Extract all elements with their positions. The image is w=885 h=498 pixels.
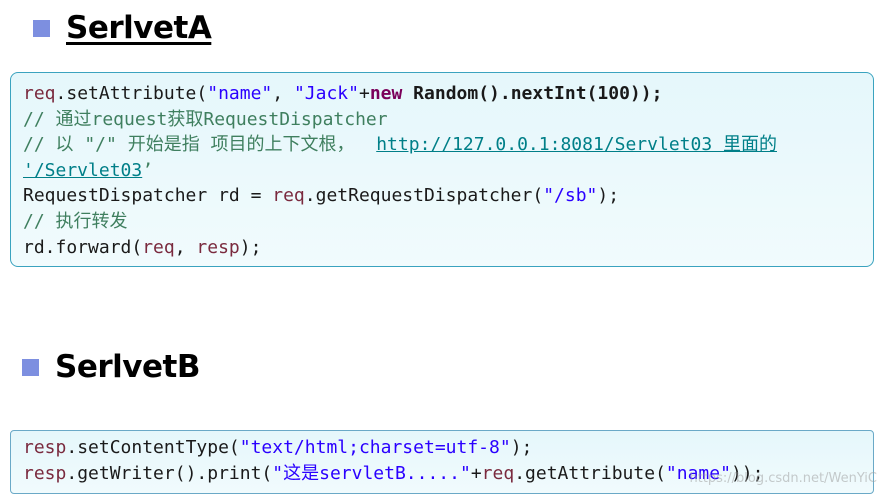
code-line-5: RequestDispatcher rd = req.getRequestDis… — [23, 185, 620, 207]
section-a-code-block: req.setAttribute("name", "Jack"+new Rand… — [10, 72, 874, 267]
code-line-2-comment: // 通过request获取RequestDispatcher — [23, 108, 388, 130]
square-bullet-icon — [22, 358, 39, 376]
section-a-title: SerlvetA — [66, 10, 212, 46]
section-b-code-block: resp.setContentType("text/html;charset=u… — [10, 430, 874, 494]
servlet03-link[interactable]: http://127.0.0.1:8081/Servlet03 里面的 — [376, 134, 777, 156]
code-line-1: resp.setContentType("text/html;charset=u… — [23, 437, 533, 458]
code-line-6-comment: // 执行转发 — [23, 210, 128, 232]
code-line-4: '/Servlet03’ — [23, 159, 154, 181]
servlet03-path-link[interactable]: '/Servlet03 — [23, 159, 143, 181]
code-line-3-comment: // 以 "/" 开始是指 项目的上下文根， http://127.0.0.1:… — [23, 134, 777, 156]
watermark: https://blog.csdn.net/WenYiC — [689, 471, 877, 486]
code-line-2: resp.getWriter().print("这是servletB....."… — [23, 462, 764, 484]
code-line-1: req.setAttribute("name", "Jack"+new Rand… — [23, 83, 663, 104]
section-b-title: SerlvetB — [55, 349, 200, 385]
section-a-heading: SerlvetA — [33, 10, 212, 46]
square-bullet-icon — [33, 19, 50, 37]
code-line-7: rd.forward(req, resp); — [23, 236, 262, 258]
section-b-heading: SerlvetB — [22, 349, 200, 385]
